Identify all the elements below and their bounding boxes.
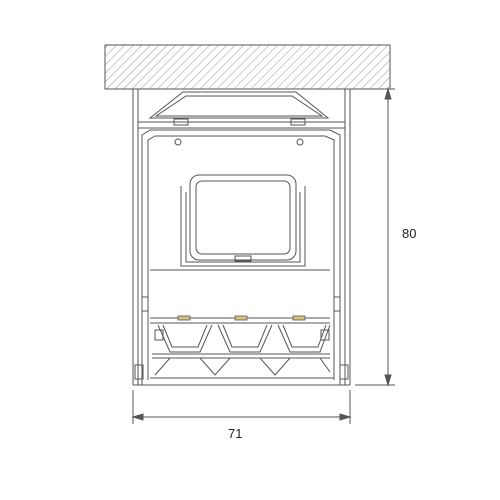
driver-box	[150, 174, 330, 271]
width-dimension-label: 71	[228, 426, 242, 441]
mounting-bracket	[138, 91, 345, 129]
height-dimension-label: 80	[402, 226, 416, 241]
ceiling-slab	[104, 44, 391, 90]
height-dimension	[355, 87, 395, 387]
housing-profile	[132, 89, 351, 386]
width-dimension	[131, 390, 352, 424]
led-optic-module	[150, 317, 334, 379]
led-chips	[177, 315, 306, 321]
